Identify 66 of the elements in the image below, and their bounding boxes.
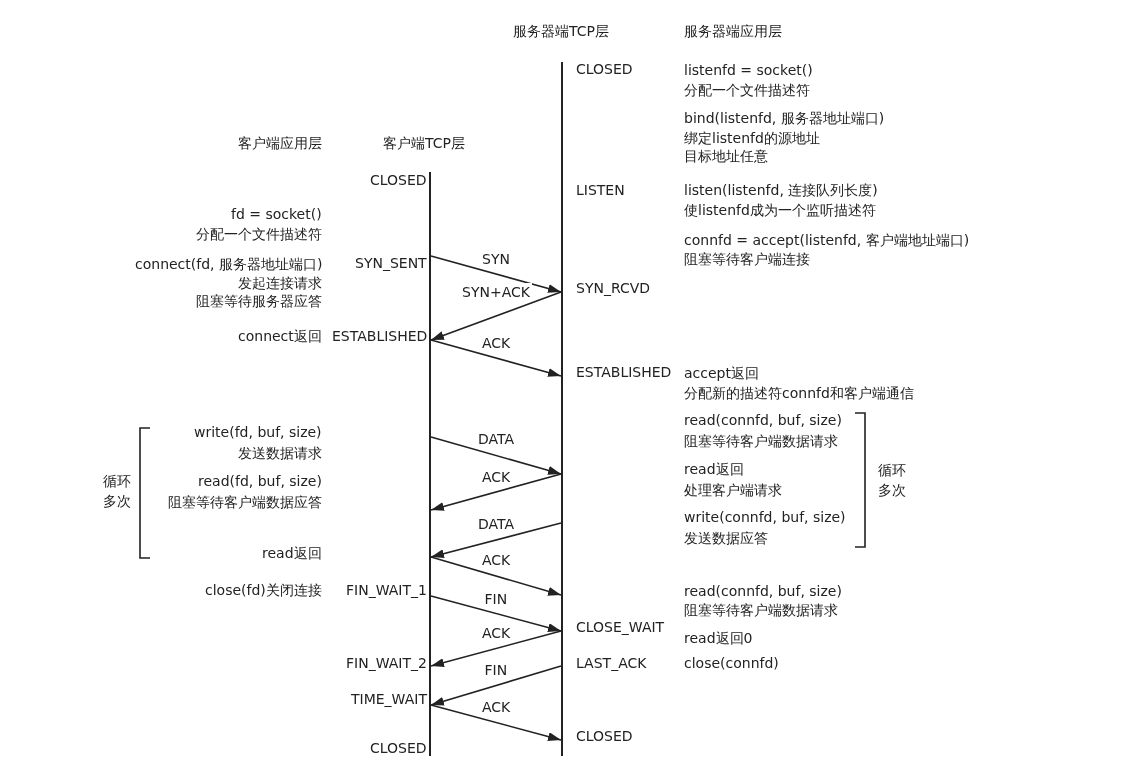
code-text: listen(listenfd, 连接队列长度)	[684, 181, 878, 199]
note-text: 阻塞等待服务器应答	[196, 292, 322, 310]
state-label: CLOSED	[576, 727, 633, 745]
code-text: read(connfd, buf, size)	[684, 582, 842, 600]
arrow	[430, 556, 562, 596]
note-text: 使listenfd成为一个监听描述符	[684, 201, 876, 219]
arrow	[430, 339, 562, 377]
state-label: SYN_SENT	[355, 254, 427, 272]
state-label: CLOSED	[370, 739, 427, 757]
note-text: 阻塞等待客户端数据应答	[168, 493, 322, 511]
code-text: connect(fd, 服务器地址端口)	[135, 255, 323, 273]
note-text: 绑定listenfd的源地址	[684, 129, 820, 147]
code-text: bind(listenfd, 服务器地址端口)	[684, 109, 885, 127]
state-label: FIN_WAIT_1	[346, 581, 427, 599]
state-label: ESTABLISHED	[576, 363, 672, 381]
code-text: close(fd)关闭连接	[205, 581, 322, 599]
note-text: 阻塞等待客户端连接	[684, 250, 810, 268]
code-text: write(connfd, buf, size)	[684, 508, 846, 526]
arrow	[430, 522, 562, 559]
code-text: connfd = accept(listenfd, 客户端地址端口)	[684, 231, 970, 249]
code-text: fd = socket()	[231, 205, 322, 223]
state-label: CLOSED	[576, 60, 633, 78]
code-text: read(fd, buf, size)	[198, 472, 322, 490]
note-text: 阻塞等待客户端数据请求	[684, 601, 838, 619]
code-text: connect返回	[238, 327, 322, 345]
column-heading: 客户端TCP层	[383, 134, 465, 152]
note-text: 发送数据应答	[684, 529, 768, 547]
state-label: SYN_RCVD	[576, 279, 651, 297]
note-text: 分配新的描述符connfd和客户端通信	[684, 384, 914, 402]
note-text: 目标地址任意	[684, 147, 768, 165]
arrow	[430, 255, 562, 293]
arrow	[430, 595, 562, 632]
lifeline	[429, 172, 431, 756]
arrow	[430, 291, 562, 341]
state-label: TIME_WAIT	[351, 690, 427, 708]
note-text: 阻塞等待客户端数据请求	[684, 432, 838, 450]
note-text: 发送数据请求	[238, 444, 322, 462]
arrow	[430, 704, 562, 741]
note-text: 分配一个文件描述符	[684, 81, 810, 99]
column-heading: 服务器端TCP层	[513, 22, 609, 40]
code-text: read返回	[262, 544, 322, 562]
code-text: read返回0	[684, 629, 753, 647]
note-text: 分配一个文件描述符	[196, 225, 322, 243]
state-label: LAST_ACK	[576, 654, 647, 672]
arrow	[430, 473, 562, 511]
code-text: accept返回	[684, 364, 759, 382]
arrow	[430, 665, 562, 706]
state-label: LISTEN	[576, 181, 625, 199]
code-text: read返回	[684, 460, 744, 478]
code-text: read(connfd, buf, size)	[684, 411, 842, 429]
state-label: ESTABLISHED	[332, 327, 428, 345]
state-label: CLOSED	[370, 171, 427, 189]
code-text: write(fd, buf, size)	[194, 423, 322, 441]
column-heading: 服务器端应用层	[684, 22, 782, 40]
arrow	[430, 630, 562, 667]
code-text: close(connfd)	[684, 654, 779, 672]
code-text: listenfd = socket()	[684, 61, 813, 79]
lifeline	[561, 62, 563, 756]
column-heading: 客户端应用层	[238, 134, 322, 152]
state-label: FIN_WAIT_2	[346, 654, 427, 672]
state-label: CLOSE_WAIT	[576, 618, 665, 636]
loop-label: 循环多次	[878, 460, 906, 500]
note-text: 发起连接请求	[238, 274, 322, 292]
note-text: 处理客户端请求	[684, 481, 782, 499]
arrow	[430, 436, 562, 475]
loop-label: 循环多次	[103, 472, 131, 511]
